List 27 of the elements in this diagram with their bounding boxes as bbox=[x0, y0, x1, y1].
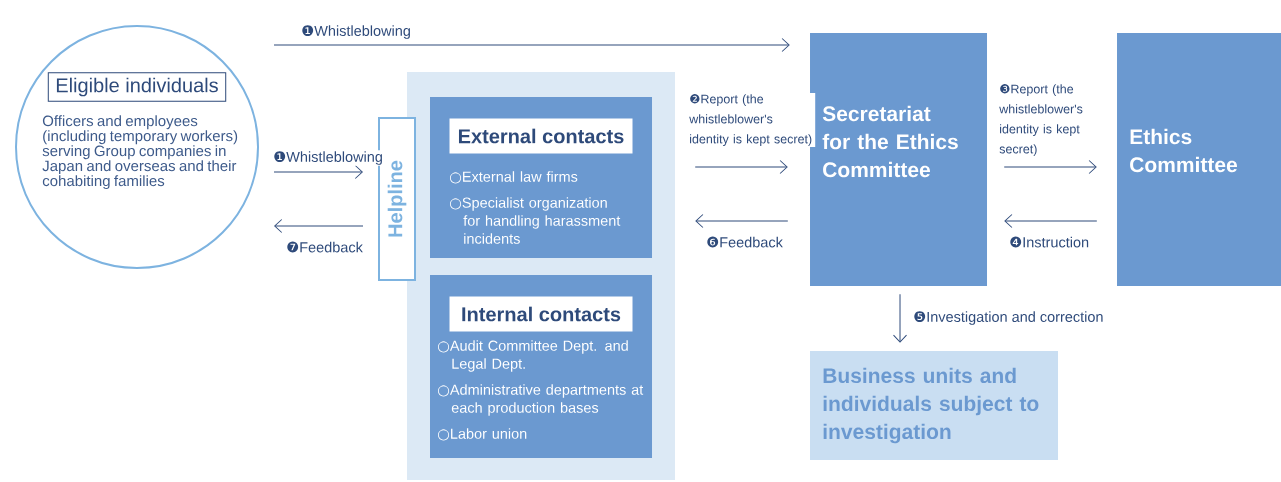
description-text: Officers and employees (including temporary workers) serving Group companies in Japan and overseas and their cohabiting families bbox=[42, 115, 238, 190]
list-item: ○External law firms bbox=[450, 171, 578, 184]
title-box: External contacts bbox=[449, 118, 633, 154]
arrow bbox=[1003, 160, 1097, 174]
edge-label: ❶Whistleblowing bbox=[274, 151, 382, 165]
arrow bbox=[694, 160, 788, 174]
list-item: ○Labor union bbox=[438, 428, 527, 441]
arrow bbox=[273, 38, 790, 52]
list-item: ○Audit Committee Dept. and Legal Dept. bbox=[438, 340, 628, 372]
edge-label: ❶Whistleblowing bbox=[302, 25, 410, 39]
arrow bbox=[1004, 214, 1098, 228]
edge-label: ❻Feedback bbox=[707, 236, 783, 248]
arrow bbox=[893, 293, 907, 343]
committee-box: Ethics Committee bbox=[1117, 33, 1281, 286]
list-item: ○Administrative departments at each production bases bbox=[438, 384, 644, 416]
edge-label: ❷Report (the whistleblower's identity is kept secret) bbox=[689, 94, 812, 146]
edge-label: ❼Feedback bbox=[287, 241, 363, 253]
edge-label: ❺Investigation and correction bbox=[914, 311, 1103, 325]
arrow bbox=[274, 219, 364, 233]
target-box: Business units and individuals subject to investigation bbox=[810, 351, 1058, 460]
title-box: Internal contacts bbox=[449, 296, 633, 332]
arrow bbox=[695, 214, 789, 228]
list-item: ○Specialist organization for handling harassment incidents bbox=[450, 197, 621, 244]
edge-label: ❹Instruction bbox=[1010, 236, 1089, 248]
arrow bbox=[273, 165, 363, 179]
edge-label: ❸Report (the whistleblower's identity is kept secret) bbox=[999, 84, 1083, 156]
title-box: Eligible individuals bbox=[47, 72, 227, 102]
